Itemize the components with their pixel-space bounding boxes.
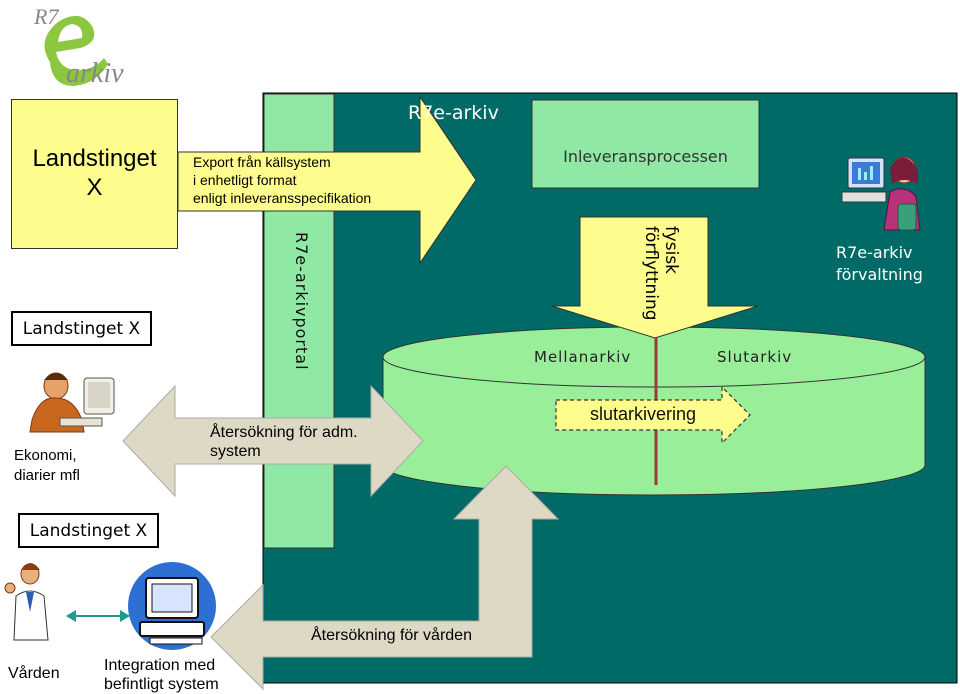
integration-link-left-head	[66, 610, 76, 622]
atersokning-adm-text: Återsökning för adm. system	[210, 424, 358, 460]
atersokning-varden-text: Återsökning för vården	[311, 627, 472, 644]
logo-text-r7: R7	[34, 4, 59, 29]
landstinget-label-1: Landstinget X	[11, 311, 152, 346]
landstinget-box: Landstinget X	[11, 99, 178, 249]
inleverans-title: Inleveransprocessen	[563, 147, 728, 166]
forvaltning-text: R7e-arkiv förvaltning	[836, 243, 923, 284]
atersokning-adm-arrow	[122, 384, 424, 498]
atersokning-varden-arrow	[210, 465, 560, 691]
export-arrow-text: Export från källsystem i enhetligt forma…	[193, 154, 372, 206]
portal-label: R7e-arkivportal	[292, 232, 311, 371]
logo-text-arkiv: arkiv	[66, 58, 124, 89]
doctor-icon	[4, 563, 49, 641]
administrator-at-computer-icon	[841, 156, 921, 231]
slutarkivering-arrow	[555, 385, 751, 445]
fysisk-forflyttning-arrow	[551, 216, 759, 339]
varden-label: Vården	[8, 665, 60, 682]
landstinget-label-2: Landstinget X	[18, 513, 159, 548]
slutarkivering-text: slutarkivering	[590, 404, 697, 424]
fysisk-forflyttning-text: fysisk förflyttning	[641, 226, 681, 321]
computer-icon	[128, 562, 216, 650]
export-arrow	[177, 95, 477, 265]
integration-link-right-head	[120, 610, 130, 622]
ekonomi-label: Ekonomi, diarier mfl	[14, 447, 80, 484]
inleverans-box	[531, 99, 760, 189]
mellanarkiv-label: Mellanarkiv	[534, 348, 632, 366]
r7e-arkiv-logo	[44, 15, 108, 86]
office-worker-icon	[29, 372, 115, 433]
integration-label: Integration med befintligt system	[104, 657, 219, 693]
slutarkiv-label: Slutarkiv	[717, 348, 793, 366]
system-title: R7e-arkiv	[408, 102, 499, 124]
